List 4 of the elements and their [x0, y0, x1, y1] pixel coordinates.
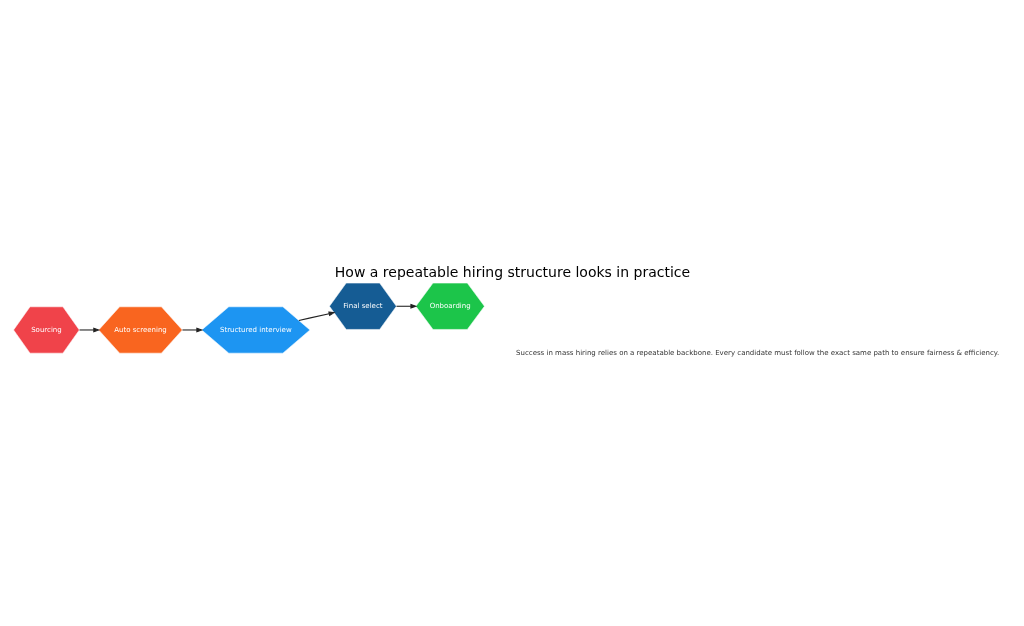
arrow: [181, 327, 203, 333]
arrow: [78, 327, 100, 333]
arrow: [297, 311, 336, 321]
diagram-title: How a repeatable hiring structure looks in practice: [334, 263, 690, 280]
